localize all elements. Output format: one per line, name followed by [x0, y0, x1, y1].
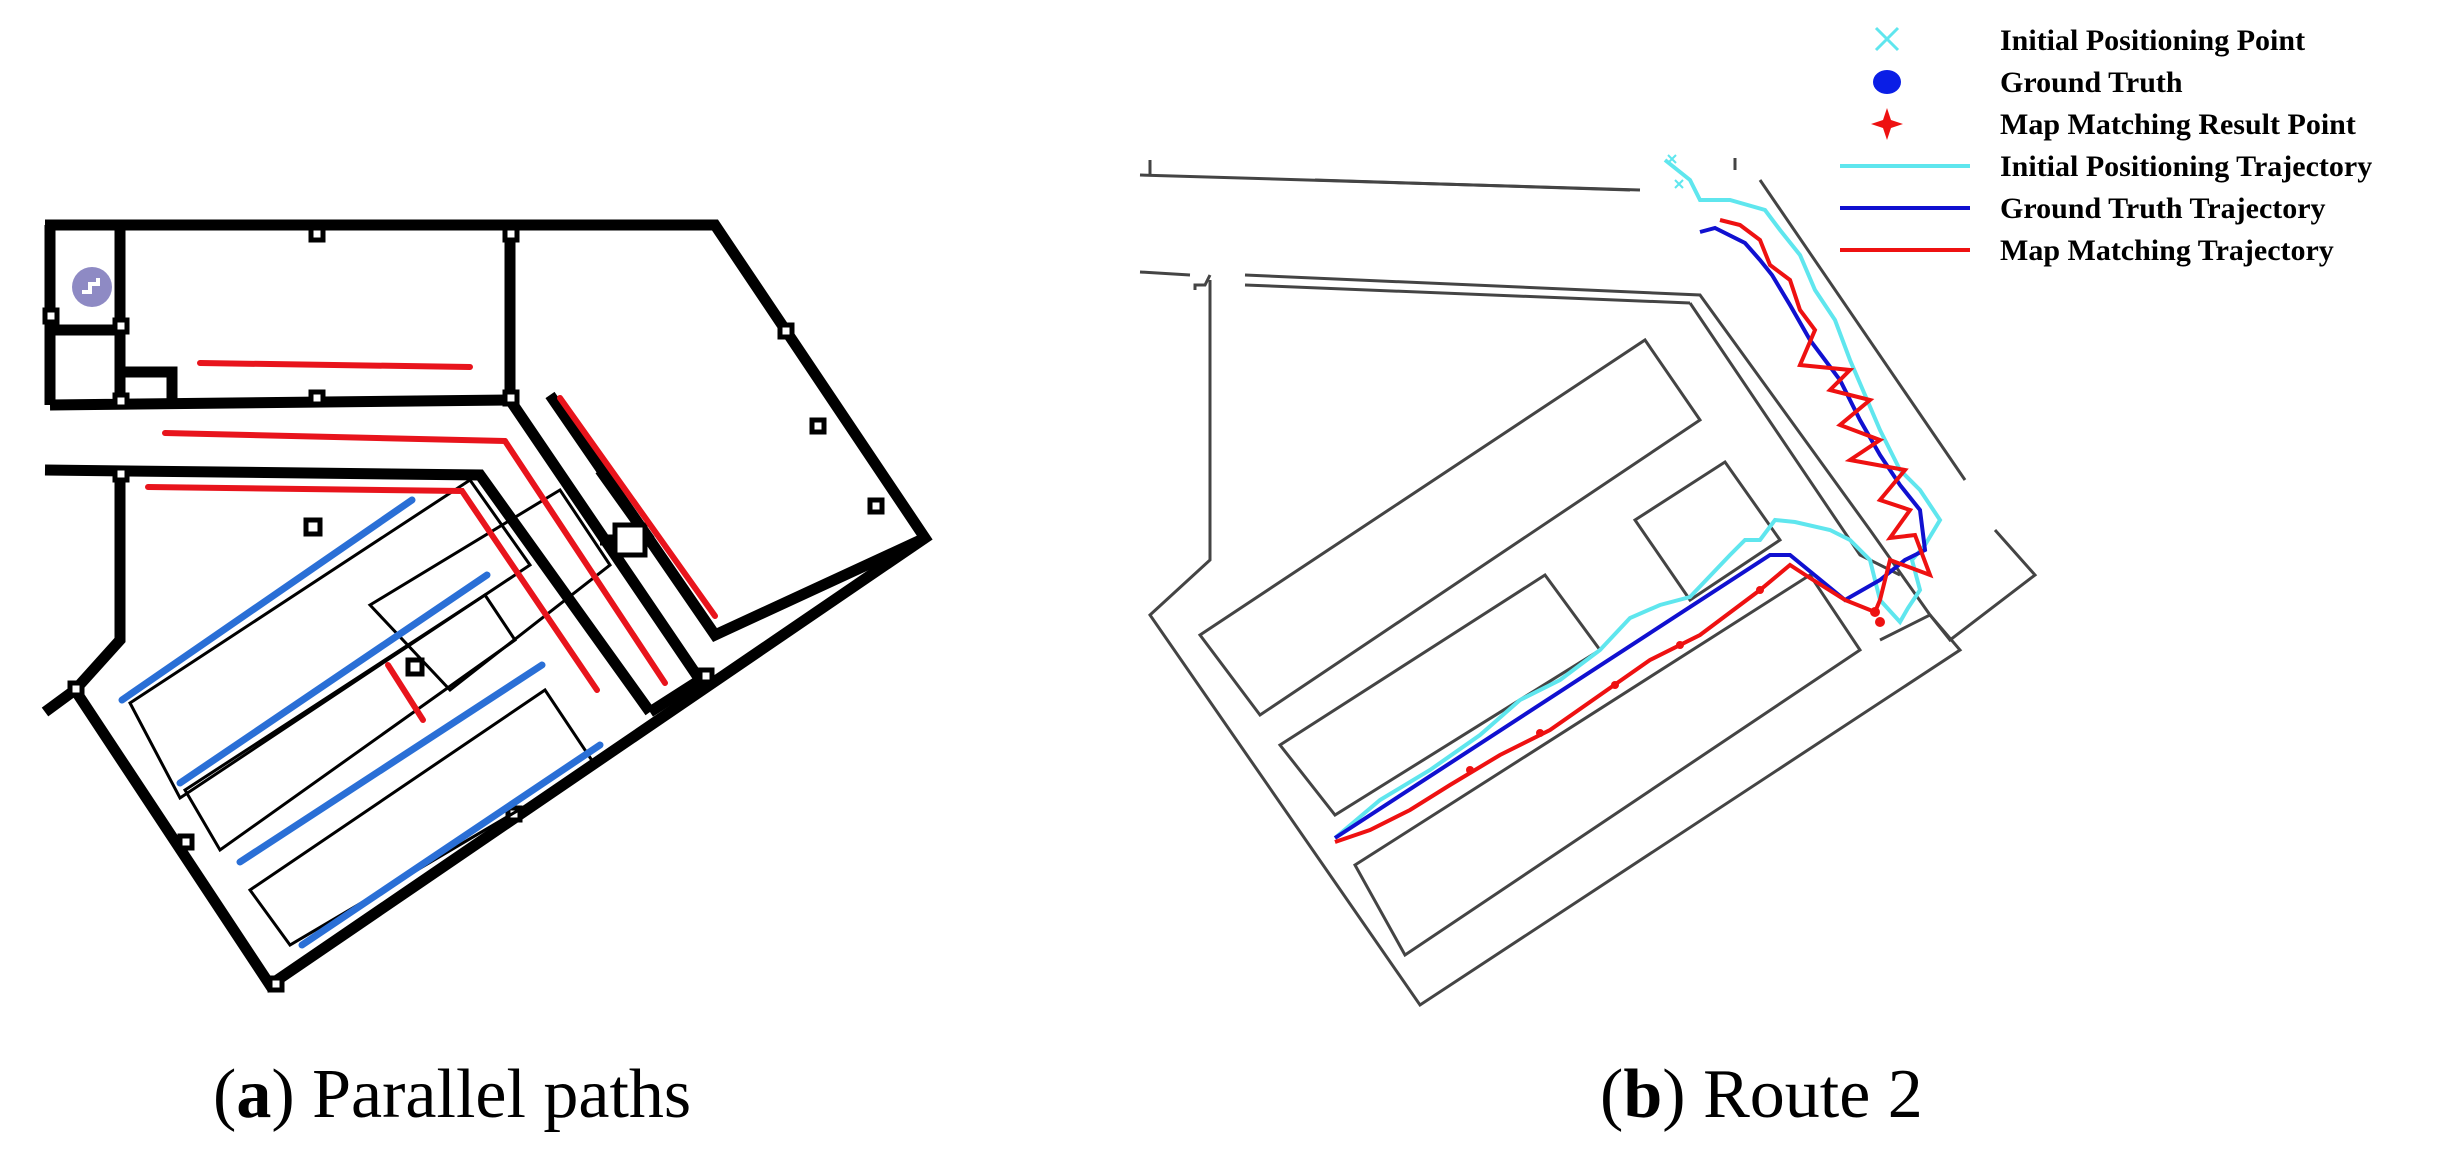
legend-label: Initial Positioning Trajectory	[2000, 150, 2373, 183]
legend-label: Ground Truth	[2000, 66, 2183, 99]
map-matching-trajectory	[1334, 218, 1934, 844]
legend-item-ground-truth: Ground Truth	[1840, 62, 2455, 102]
legend-label: Map Matching Result Point	[2000, 108, 2356, 141]
shelf-blocks	[128, 477, 613, 947]
panel-b-route-map	[1139, 154, 2038, 1008]
red-parallel-paths	[145, 360, 718, 723]
caption-text: Route 2	[1703, 1056, 1923, 1133]
cyan-line-icon	[1840, 164, 1970, 168]
stair-icon	[72, 267, 112, 307]
blue-line-icon	[1840, 206, 1970, 210]
route-map-outline	[1139, 158, 2038, 1008]
legend-label: Initial Positioning Point	[2000, 24, 2306, 57]
legend-label: Map Matching Trajectory	[2000, 234, 2334, 267]
red-line-icon	[1840, 248, 1970, 252]
blue-dot-marker-icon	[1873, 70, 1901, 94]
caption-letter: b	[1623, 1056, 1663, 1133]
map-matching-result-points	[1466, 586, 1885, 774]
caption-text: Parallel paths	[312, 1056, 692, 1133]
initial-positioning-points	[1667, 154, 1684, 189]
legend-item-map-matching-result-point: Map Matching Result Point	[1840, 104, 2455, 144]
blue-parallel-paths	[118, 496, 604, 949]
legend-item-map-matching-trajectory: Map Matching Trajectory	[1840, 230, 2455, 270]
panel-a-floor-plan	[41, 219, 933, 993]
initial-positioning-trajectory	[1333, 158, 1943, 840]
red-star-marker-icon	[1871, 108, 1903, 140]
caption-letter: a	[236, 1056, 272, 1133]
cyan-x-marker-icon	[1874, 26, 1900, 52]
legend-item-initial-positioning-trajectory: Initial Positioning Trajectory	[1840, 146, 2455, 186]
caption-a: (a) Parallel paths	[213, 1056, 692, 1133]
legend-label: Ground Truth Trajectory	[2000, 192, 2326, 225]
legend-item-ground-truth-trajectory: Ground Truth Trajectory	[1840, 188, 2455, 228]
caption-b: (b) Route 2	[1600, 1056, 1923, 1133]
legend-item-initial-positioning-point: Initial Positioning Point	[1840, 20, 2455, 60]
floor-plan-pillars	[42, 225, 885, 993]
